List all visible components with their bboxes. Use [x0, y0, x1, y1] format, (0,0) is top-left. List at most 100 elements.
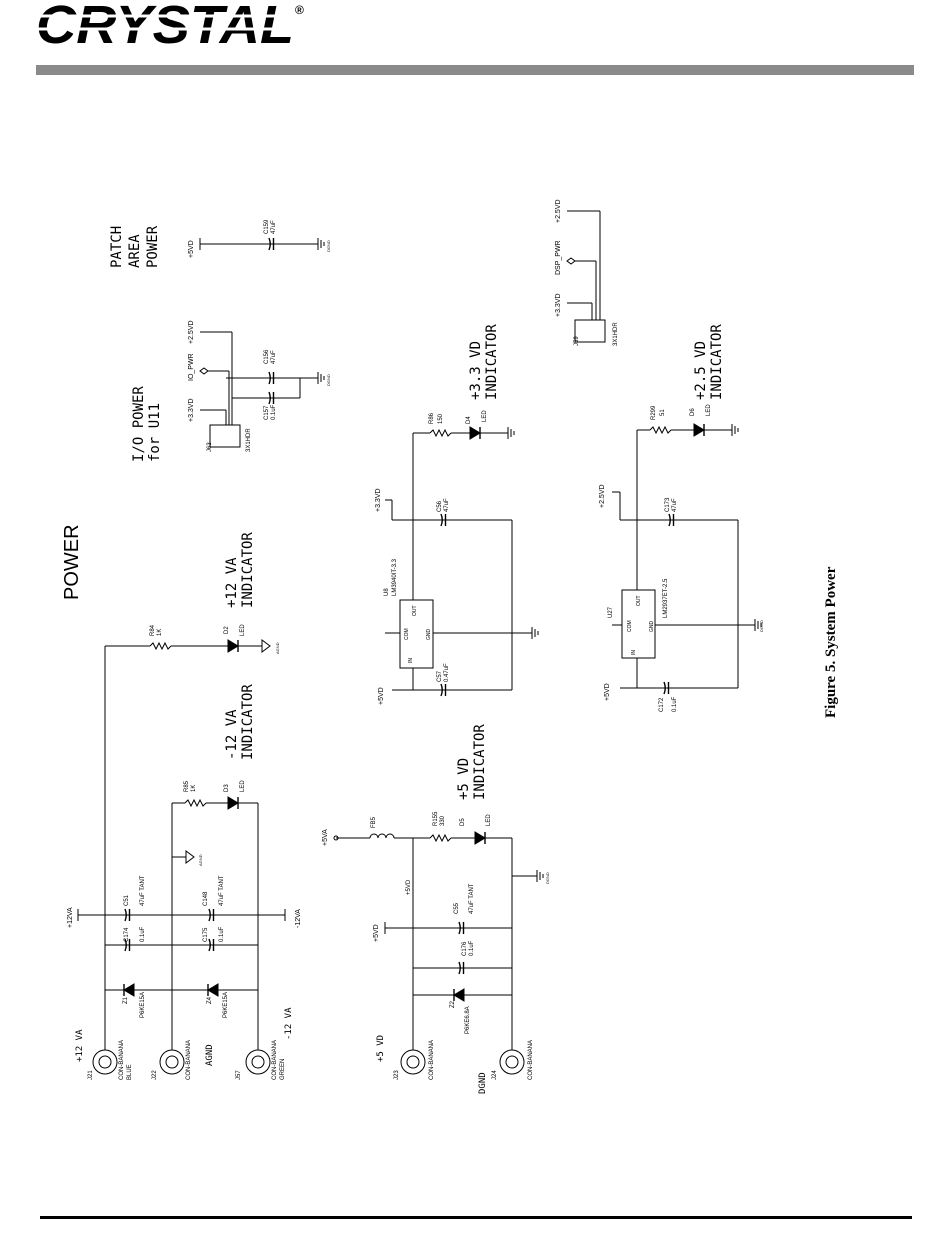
u8-pin-in: IN	[408, 658, 414, 663]
c175-ref: C175	[203, 927, 209, 942]
r155-ref: R155	[433, 811, 439, 826]
z4-ref: Z4	[207, 996, 213, 1004]
d2-type: LED	[240, 624, 246, 636]
net-label-5vd-jack: +5VD	[373, 924, 380, 942]
r86-value: 150	[438, 413, 444, 424]
c172-ref: C172	[659, 697, 665, 712]
net-label-5va: +5VA	[322, 829, 329, 846]
u8-pin-gnd: GND	[426, 629, 432, 641]
pos25-indicator-line2: INDICATOR	[709, 324, 725, 400]
r155-value: 330	[440, 815, 446, 826]
dgnd-label: DGND	[326, 374, 331, 386]
j21-color: BLUE	[127, 1064, 133, 1080]
net-label-5vd: +5VD	[188, 240, 195, 258]
patch-area-circuit: +5VD C159 47uF DGND	[188, 219, 331, 258]
c176-ref: C176	[462, 941, 468, 956]
net-label-neg12va: -12VA	[295, 909, 302, 928]
r86-ref: R86	[429, 412, 435, 424]
d4-type: LED	[482, 410, 488, 422]
pos33-indicator-line1: +3.3 VD	[468, 341, 484, 400]
regulator-33-circuit: +3.3VD R86 150 D4 LED C56 47uF U8 LM3940…	[375, 410, 539, 705]
figure-caption: Figure 5. System Power	[823, 566, 839, 718]
c172-value: 0.1uF	[672, 696, 678, 712]
c159-ref: C159	[264, 219, 270, 234]
net-label-33vd: +3.3VD	[375, 488, 382, 512]
io-power-line2: for U11	[147, 403, 163, 462]
j57-type: CON-BANANA	[272, 1040, 278, 1080]
j23-type: CON-BANANA	[429, 1040, 435, 1080]
net-label-io-pwr: IO_PWR	[188, 353, 195, 381]
j59-type: 3X1HDR	[613, 322, 619, 346]
agnd-label: AGND	[275, 642, 280, 654]
c51-value: 47uF TANT	[140, 875, 146, 906]
d3-type: LED	[240, 780, 246, 792]
label-agnd-jack: AGND	[205, 1044, 215, 1066]
c174-value: 0.1uF	[140, 926, 146, 942]
crystal-logo: CRYSTAL ®	[36, 0, 304, 50]
footer-rule	[40, 1216, 912, 1219]
c174-ref: C174	[124, 927, 130, 942]
c173-ref: C173	[665, 497, 671, 512]
j22-ref: J22	[152, 1070, 158, 1080]
agnd-label: AGND	[198, 854, 203, 866]
c175-value: 0.1uF	[219, 926, 225, 942]
c57-ref: C57	[437, 670, 443, 682]
registered-mark: ®	[295, 3, 304, 17]
d5-type: LED	[486, 814, 492, 826]
j63-ref: J63	[207, 442, 213, 452]
j63-type: 3X1HDR	[246, 428, 252, 452]
logo-wordmark: CRYSTAL	[36, 0, 294, 50]
u27-pin-gnd: GND	[649, 621, 655, 633]
patch-area-line1: PATCH	[109, 226, 125, 268]
u8-pin-out: OUT	[412, 605, 418, 616]
r299-value: 51	[660, 409, 666, 416]
c159-value: 47uF	[271, 220, 277, 234]
net-label-33vd-dsp: +3.3VD	[555, 293, 562, 317]
dsp-power-circuit: +3.3VD DSP_PWR +2.5VD J59 3X1HDR	[555, 199, 619, 346]
u27-pin-in: IN	[631, 650, 637, 655]
pos12-indicator-line2: INDICATOR	[240, 532, 256, 608]
z1-type: P6KE15A	[140, 992, 146, 1018]
c57-value: 0.47uF	[444, 663, 450, 682]
r84-ref: R84	[150, 624, 156, 636]
c156-value: 47uF	[271, 350, 277, 364]
j59-ref: J59	[574, 336, 580, 346]
j22-type: CON-BANANA	[186, 1040, 192, 1080]
c157-value: 0.1uF	[271, 404, 277, 420]
r84-value: 1K	[157, 629, 163, 636]
d5-ref: D5	[460, 818, 466, 826]
c55-ref: C55	[454, 902, 460, 914]
pos12-indicator-line1: +12 VA	[224, 557, 240, 608]
d6-ref: D6	[690, 408, 696, 416]
c176-value: 0.1uF	[469, 940, 475, 956]
net-label-5vd-bus: +5VD	[406, 879, 412, 895]
j57-color: GREEN	[280, 1059, 286, 1080]
net-label-5vd-u27: +5VD	[604, 683, 611, 701]
j23-ref: J23	[394, 1070, 400, 1080]
d3-ref: D3	[224, 784, 230, 792]
j24-ref: J24	[492, 1070, 498, 1080]
dgnd-label: DGND	[545, 872, 550, 884]
label-dgnd-jack: DGND	[478, 1072, 488, 1094]
j57-ref: J57	[236, 1070, 242, 1080]
header-rule	[36, 65, 914, 75]
u27-pin-com: COM	[627, 620, 633, 632]
z2-type: P6KE6.8A	[465, 1006, 471, 1034]
net-label-25vd-dsp: +2.5VD	[555, 199, 562, 223]
net-label-dsp-pwr: DSP_PWR	[555, 240, 562, 275]
u27-ref: U27	[608, 606, 614, 618]
c157-ref: C157	[264, 405, 270, 420]
j24-type: CON-BANANA	[528, 1040, 534, 1080]
regulator-25-circuit: +2.5VD R299 51 D6 LED C173 47uF U27 LM29…	[599, 404, 764, 712]
net-label-5vd-u8: +5VD	[378, 687, 385, 705]
d2-ref: D2	[224, 626, 230, 634]
neg12-indicator-line2: INDICATOR	[240, 684, 256, 760]
patch-area-line3: POWER	[145, 225, 161, 268]
fb5-ref: FB5	[371, 816, 377, 828]
label-neg12va-jack: -12 VA	[284, 1007, 294, 1040]
z2-ref: Z2	[450, 1000, 456, 1008]
z1-ref: Z1	[123, 996, 129, 1004]
u27-pin-out: OUT	[636, 595, 642, 606]
c56-ref: C56	[437, 500, 443, 512]
